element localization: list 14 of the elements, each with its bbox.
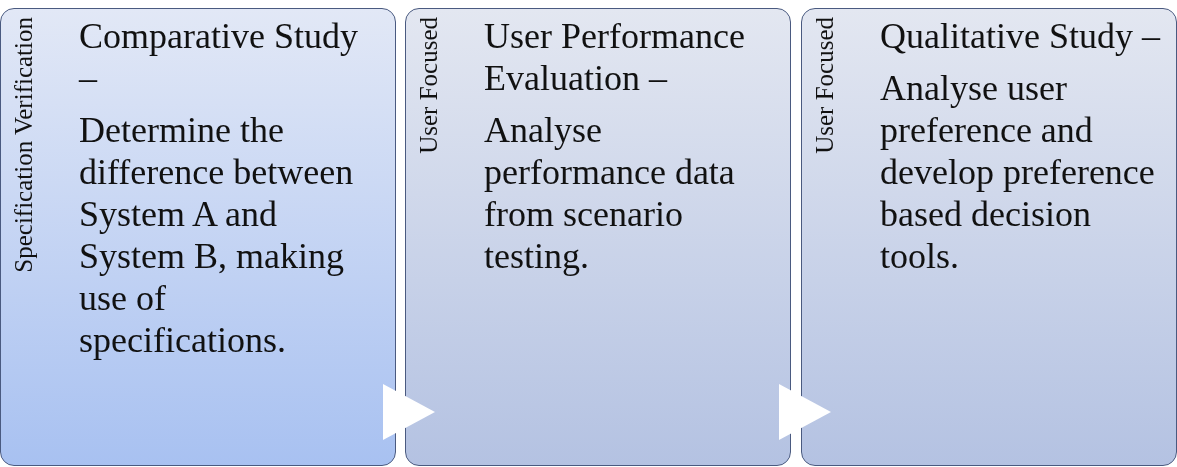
process-panel <box>0 8 396 466</box>
side-label: User Focused <box>810 17 839 154</box>
step-description: Analyse performance data from scenario testing. <box>484 109 736 277</box>
side-label: User Focused <box>414 17 443 154</box>
process-panel <box>801 8 1177 466</box>
step-description: Determine the difference between System A and System B, making use of specifications. <box>79 109 355 361</box>
side-label: Specification Verification <box>9 17 38 273</box>
process-panel <box>405 8 791 466</box>
step-description: Analyse user preference and develop preference based decision tools. <box>880 67 1156 277</box>
step-heading: Comparative Study – <box>79 15 359 99</box>
step-heading: User Performance Evaluation – <box>484 15 746 99</box>
chevron-arrow <box>383 384 435 440</box>
chevron-arrow <box>779 384 831 440</box>
step-heading: Qualitative Study – <box>880 15 1160 57</box>
